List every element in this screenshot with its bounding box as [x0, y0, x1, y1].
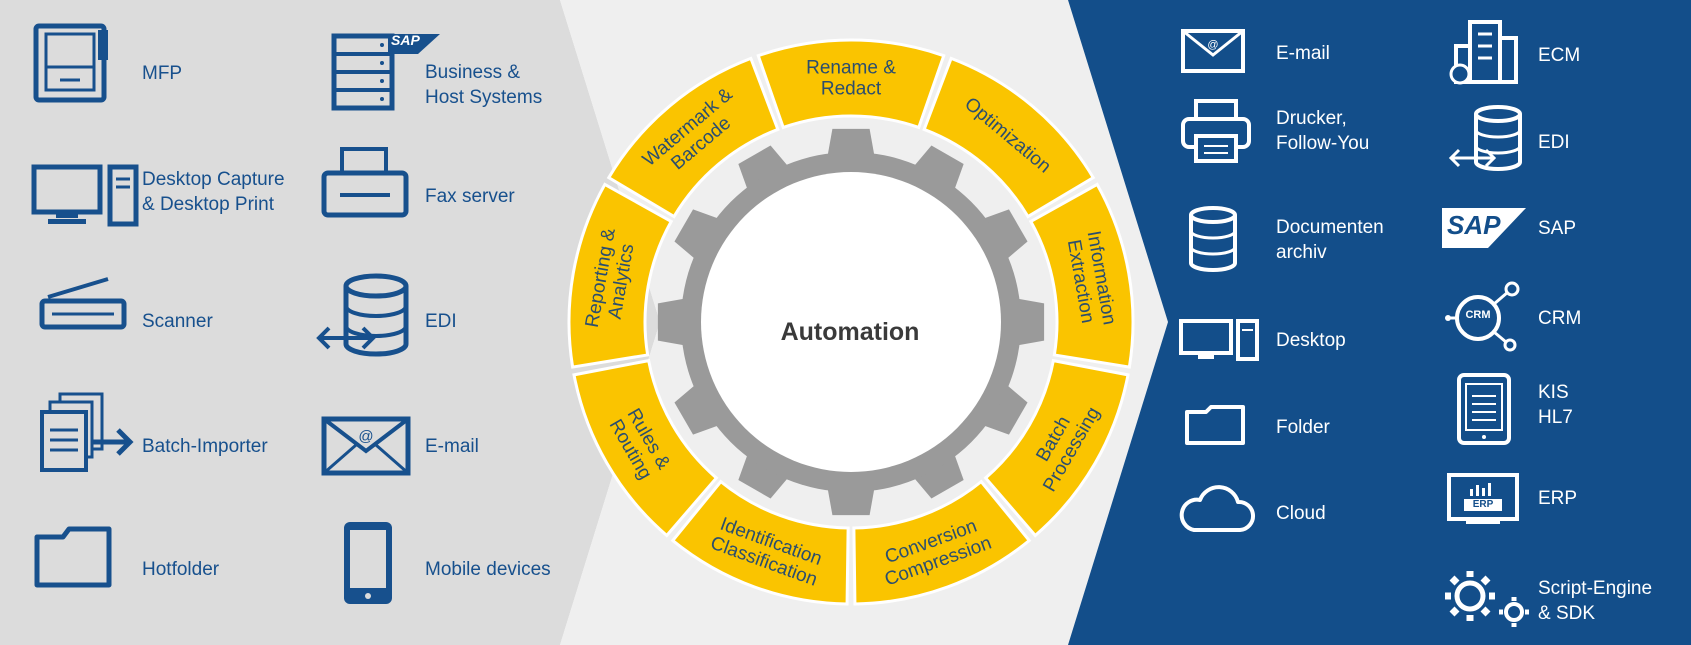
- input-label-email: E-mail: [425, 436, 479, 457]
- output-label-script: Script-Engine & SDK: [1538, 578, 1653, 624]
- process-segment: [567, 182, 674, 369]
- input-label-edi: EDI: [425, 311, 457, 332]
- desktop-icon: [31, 164, 139, 227]
- output-label-ecm: ECM: [1538, 45, 1581, 66]
- batch-documents-icon: [40, 392, 134, 472]
- printer-icon: [1181, 99, 1251, 163]
- input-label-batch: Batch-Importer: [142, 436, 268, 457]
- output-label-crm: CRM: [1538, 308, 1582, 329]
- output-label-printer: Drucker, Follow-You: [1276, 108, 1370, 154]
- gear-icon: [657, 128, 1045, 516]
- mobile-icon: [344, 522, 392, 604]
- crm-logo-text: CRM: [1465, 309, 1491, 321]
- erp-monitor-icon: [1447, 473, 1519, 524]
- cloud-icon: [1179, 485, 1256, 532]
- center-label: Automation: [780, 318, 920, 346]
- sap-logo-icon: [1442, 208, 1526, 248]
- output-label-edi: EDI: [1538, 132, 1570, 153]
- folder-icon: [1185, 405, 1245, 445]
- process-segment: [670, 479, 850, 606]
- erp-logo-text: ERP: [1472, 499, 1494, 510]
- sap-logo-text: SAP: [1447, 210, 1501, 240]
- edi-database-icon: [1448, 105, 1522, 171]
- fax-icon: [321, 147, 409, 218]
- svg-text:@: @: [358, 428, 373, 445]
- mfp-icon: [33, 23, 108, 103]
- input-panel: [0, 0, 660, 645]
- process-segment: [922, 56, 1096, 219]
- input-label-fax: Fax server: [425, 186, 515, 207]
- output-label-email: E-mail: [1276, 43, 1330, 64]
- process-segment: [852, 479, 1032, 606]
- sap-server-icon: [331, 33, 440, 111]
- process-segment: [572, 358, 719, 538]
- input-label-hotfolder: Hotfolder: [142, 559, 220, 580]
- sap-small-logo: SAP: [391, 32, 420, 48]
- output-label-desktop: Desktop: [1276, 330, 1346, 351]
- scanner-icon: [39, 277, 127, 330]
- output-label-kis: KIS HL7: [1538, 382, 1573, 428]
- crm-icon: [1445, 281, 1520, 352]
- output-label-erp: ERP: [1538, 488, 1578, 509]
- database-icon: [1189, 206, 1237, 272]
- input-label-mfp: MFP: [142, 63, 183, 84]
- input-label-business: Business & Host Systems: [425, 62, 543, 108]
- folder-icon: [34, 526, 112, 588]
- tablet-icon: [1457, 373, 1511, 445]
- input-label-mobile: Mobile devices: [425, 559, 551, 580]
- process-segment: [1028, 182, 1135, 369]
- process-segment: [606, 56, 780, 219]
- desktop-icon: [1179, 319, 1259, 361]
- edi-database-icon: [316, 273, 409, 357]
- email-icon: @: [321, 416, 411, 476]
- input-label-desktop: Desktop Capture & Desktop Print: [142, 169, 285, 215]
- email-icon: @: [1181, 29, 1245, 73]
- process-segment: [756, 38, 946, 130]
- output-label-archive: Documenten archiv: [1276, 217, 1384, 263]
- output-label-folder: Folder: [1276, 417, 1330, 438]
- gears-icon: [1445, 571, 1529, 627]
- process-wheel: Rename &RedactOptimizationInformationExt…: [567, 38, 1135, 606]
- process-segment: [983, 358, 1130, 538]
- output-label-cloud: Cloud: [1276, 503, 1326, 524]
- svg-text:@: @: [1207, 39, 1218, 51]
- output-label-sap: SAP: [1538, 218, 1577, 239]
- input-label-scanner: Scanner: [142, 311, 213, 332]
- ecm-building-icon: [1449, 20, 1518, 85]
- process-label: Rename &Redact: [806, 58, 896, 100]
